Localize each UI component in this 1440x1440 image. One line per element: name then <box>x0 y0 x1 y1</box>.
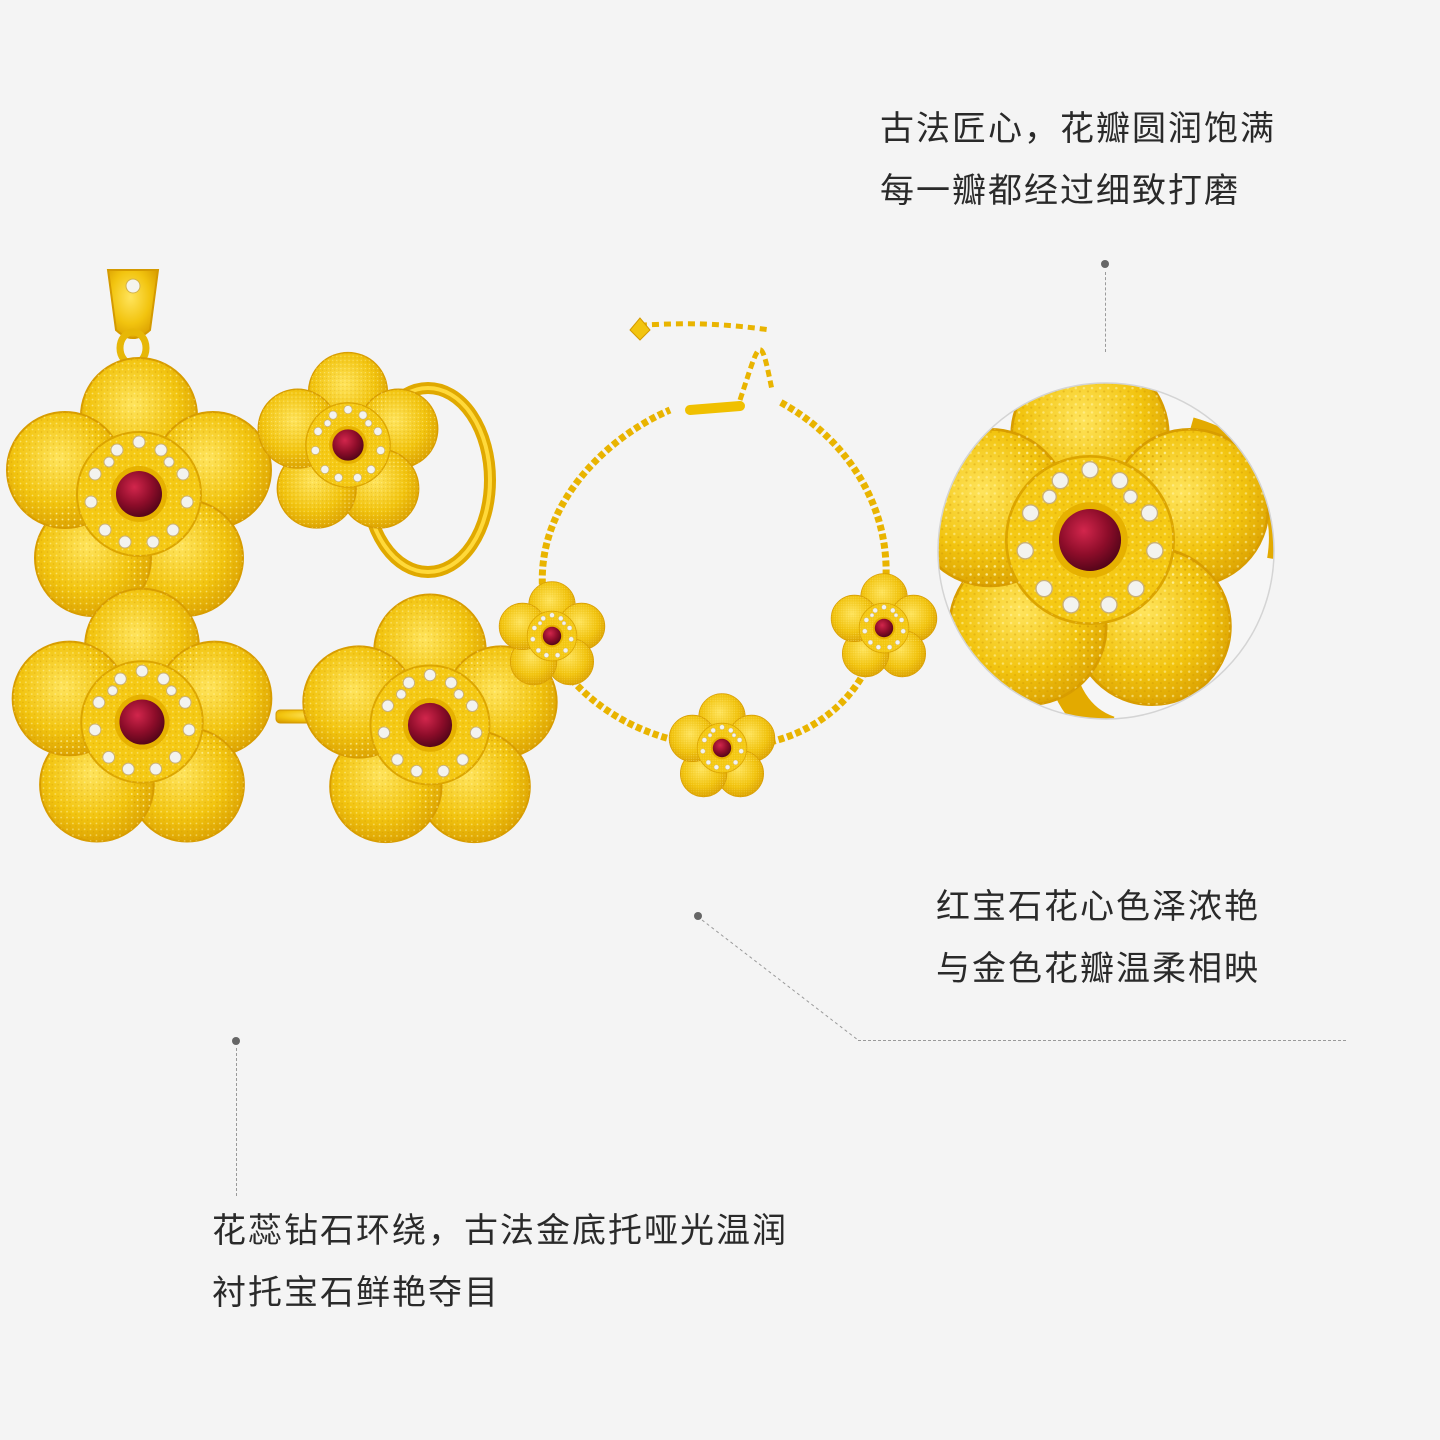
leader-dot-top <box>1101 260 1109 268</box>
caption-diamond: 花蕊钻石环绕，古法金底托哑光温润 衬托宝石鲜艳夺目 <box>212 1200 788 1324</box>
caption-ruby-line1: 红宝石花心色泽浓艳 <box>936 887 1260 927</box>
leader-line-top <box>1105 272 1106 352</box>
leader-dot-bottom <box>232 1037 240 1045</box>
caption-craftsmanship-line1: 古法匠心，花瓣圆润饱满 <box>880 109 1276 149</box>
leader-line-bottom <box>236 1048 237 1196</box>
pendant-product <box>6 269 272 617</box>
caption-diamond-line1: 花蕊钻石环绕，古法金底托哑光温润 <box>212 1211 788 1251</box>
caption-craftsmanship: 古法匠心，花瓣圆润饱满 每一瓣都经过细致打磨 <box>880 98 1276 222</box>
leader-line-middle <box>858 1040 1346 1041</box>
caption-diamond-line2: 衬托宝石鲜艳夺目 <box>212 1273 500 1313</box>
bracelet-product <box>498 317 938 798</box>
caption-ruby-line2: 与金色花瓣温柔相映 <box>936 949 1260 989</box>
detail-closeup-circle <box>937 382 1275 720</box>
earring-front-product <box>11 587 273 843</box>
earring-side-product <box>275 593 558 844</box>
ring-product <box>257 351 496 578</box>
caption-ruby: 红宝石花心色泽浓艳 与金色花瓣温柔相映 <box>936 876 1260 1000</box>
leader-dot-middle <box>694 912 702 920</box>
caption-craftsmanship-line2: 每一瓣都经过细致打磨 <box>880 171 1240 211</box>
